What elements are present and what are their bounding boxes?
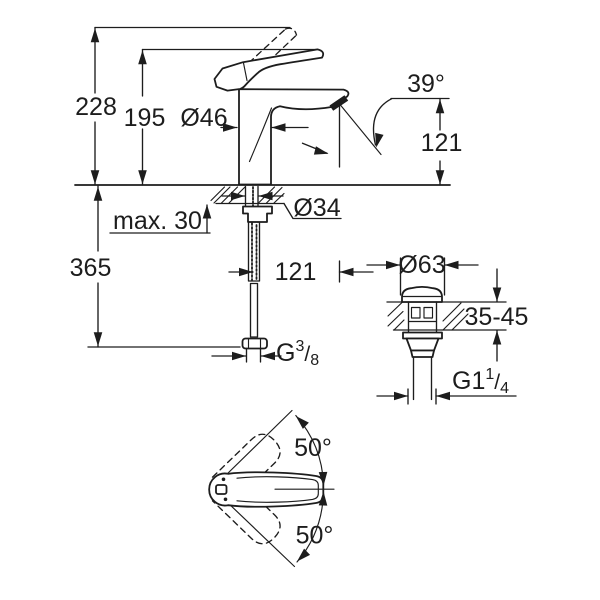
dim-supply-thread: G3/8 — [276, 338, 319, 369]
angle-arc-39 — [372, 98, 393, 146]
dim-spout-reach: 121 — [275, 258, 317, 286]
faucet-body — [238, 88, 350, 186]
dim-base-diameter: Ø46 — [180, 104, 227, 132]
body-sculpt-line — [248, 107, 273, 163]
dim-drain-thread: G11/4 — [452, 366, 509, 397]
dim-deck-thickness-range: 35-45 — [465, 303, 529, 331]
handle-top-view — [208, 409, 335, 568]
aerator — [329, 95, 349, 111]
dim-body-height: 195 — [124, 104, 166, 132]
dim-swivel-angle-up: 50° — [294, 434, 332, 462]
handle-rotated-dashed — [211, 433, 281, 545]
lever-detail-line — [242, 62, 248, 82]
overflow-window — [423, 306, 434, 319]
basin-hatch — [387, 301, 469, 331]
angle-leg-down — [225, 500, 296, 568]
deck-hatch-mounting — [210, 186, 285, 205]
drain-cap — [401, 286, 443, 303]
mounting-nut — [242, 205, 273, 223]
dim-total-height: 228 — [75, 93, 117, 121]
dim-flange-diameter: Ø63 — [398, 251, 445, 279]
faucet-elevation — [213, 27, 382, 186]
spray-angle-line — [339, 103, 382, 156]
handle-cap-slot — [215, 484, 228, 495]
dim-hole-diameter: Ø34 — [293, 194, 340, 222]
dim-spout-angle: 39° — [407, 70, 445, 98]
dim-hose-length: 365 — [70, 254, 112, 282]
drain-valve-section — [386, 286, 507, 401]
overflow-window — [410, 306, 421, 319]
hose-tube-end — [249, 282, 259, 338]
braided-hose — [247, 221, 261, 282]
dim-max-deck-thickness: max. 30 — [113, 207, 202, 235]
drain-hex-nut — [405, 337, 440, 352]
supply-hose — [241, 185, 273, 363]
handle-lever-top — [208, 471, 325, 508]
hose-connector-nut — [241, 337, 268, 350]
dim-swivel-angle-down: 50° — [296, 522, 334, 550]
angle-leg-up — [223, 409, 293, 478]
handle-lever — [213, 48, 325, 92]
drain-locknut — [402, 331, 443, 340]
dim-outlet-height: 121 — [421, 129, 463, 157]
